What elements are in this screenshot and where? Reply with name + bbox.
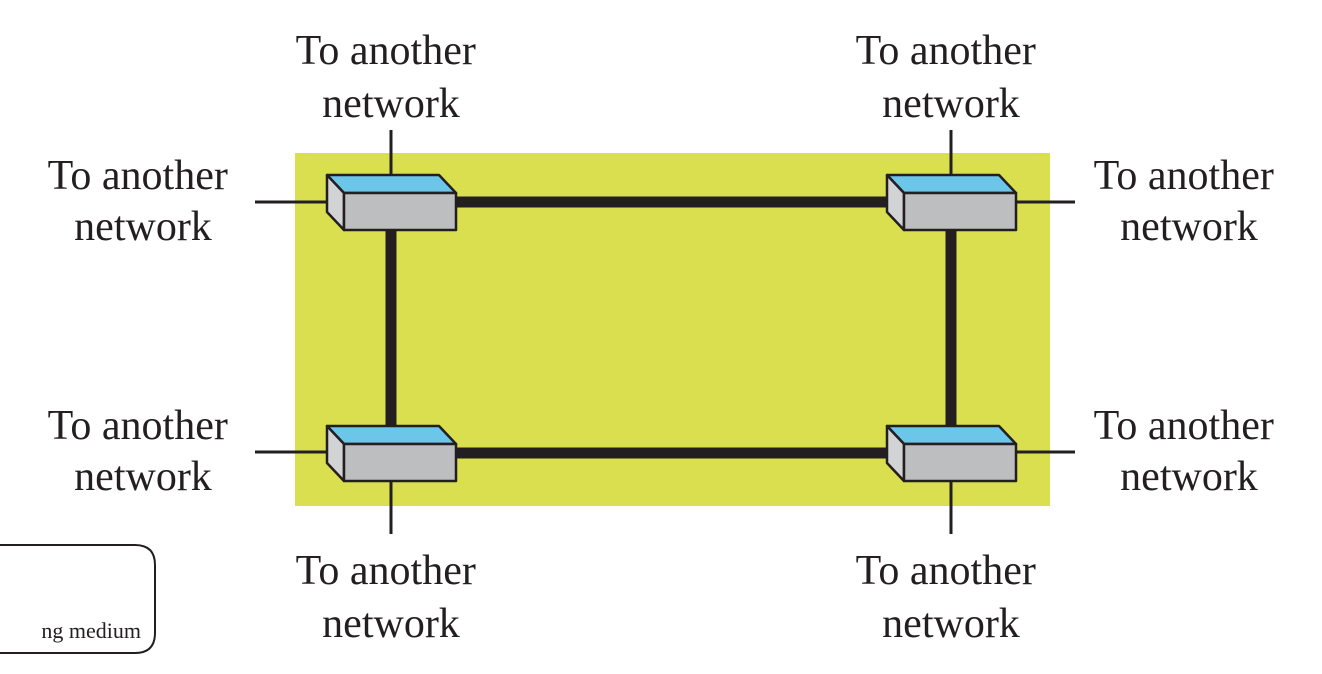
legend-box <box>0 544 156 654</box>
label-top-right: To another network <box>856 28 1047 127</box>
node-bottom-right <box>885 424 1018 483</box>
label-right-upper: To another network <box>1094 153 1285 250</box>
label-left-lower: To another network <box>48 403 239 500</box>
node-front-face <box>902 191 1018 232</box>
node-top-left <box>325 173 458 232</box>
legend: ng medium <box>0 544 156 654</box>
label-right-lower: To another network <box>1094 403 1285 500</box>
node-top-face <box>885 424 1018 446</box>
label-left-upper: To another network <box>48 153 239 250</box>
label-bottom-right: To another network <box>856 548 1047 647</box>
label-top-left: To another network <box>296 28 487 127</box>
node-front-face <box>342 191 458 232</box>
node-bottom-left <box>325 424 458 483</box>
node-top-face <box>325 173 458 195</box>
node-front-face <box>902 442 1018 483</box>
ring-links <box>385 196 957 459</box>
node-top-right <box>885 173 1018 232</box>
node-top-face <box>885 173 1018 195</box>
node-front-face <box>342 442 458 483</box>
legend-text: ng medium <box>41 618 141 643</box>
node-top-face <box>325 424 458 446</box>
external-connections <box>255 130 1075 534</box>
label-bottom-left: To another network <box>296 548 487 647</box>
